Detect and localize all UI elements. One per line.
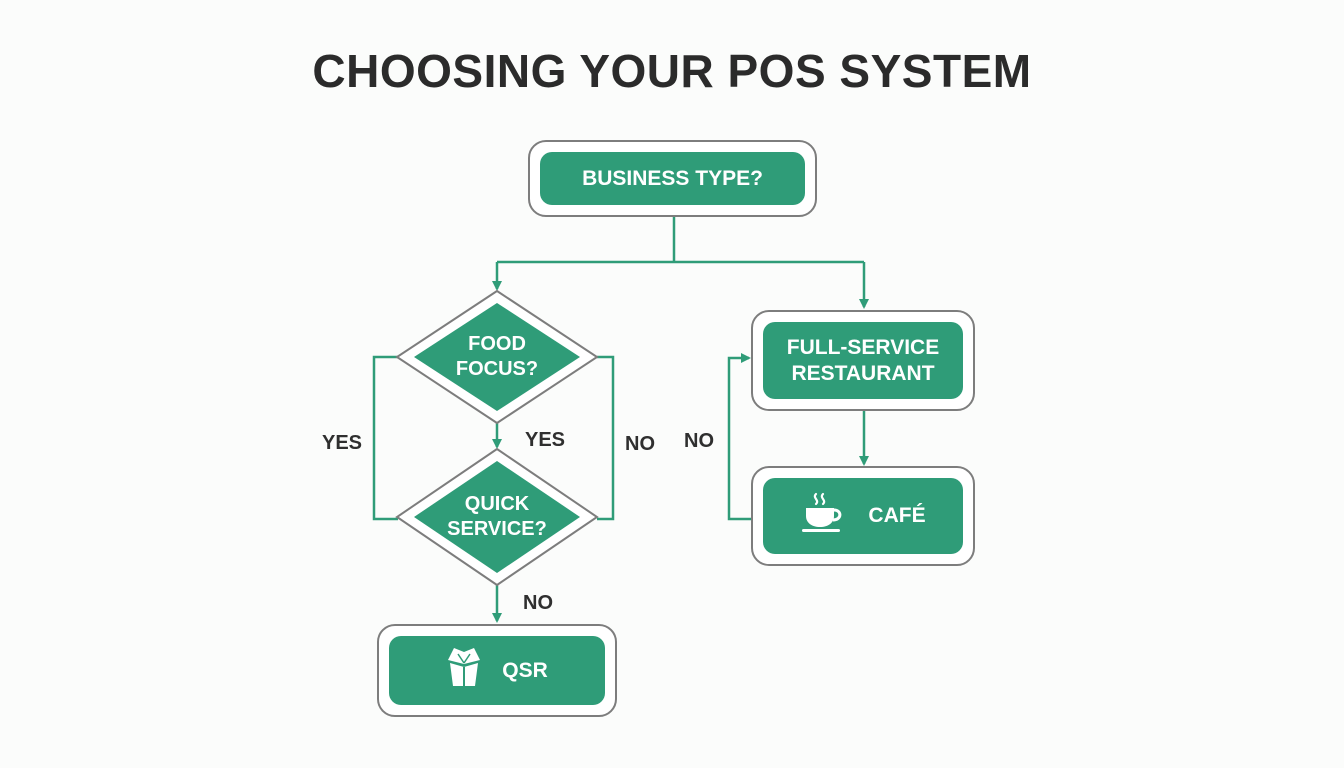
page-title: CHOOSING YOUR POS SYSTEM <box>312 45 1032 97</box>
diamond-food-focus-label: FOOD FOCUS? <box>455 333 539 380</box>
edge-label-food-quick-yes: YES <box>525 429 566 451</box>
diamond-quick-service-label: QUICK SERVICE? <box>447 493 547 540</box>
edge-label-cafe-loop-no: NO <box>684 430 714 452</box>
connector-right-loop-no <box>597 355 615 521</box>
diamond-food-focus[interactable] <box>395 289 599 425</box>
node-business-type[interactable]: BUSINESS TYPE? <box>528 140 817 217</box>
diamond-quick-service[interactable] <box>395 447 599 587</box>
edge-label-quick-qsr-no: NO <box>523 592 553 614</box>
edge-label-right-no: NO <box>625 433 655 455</box>
connector-cafe-loop-no <box>727 353 751 521</box>
node-full-service-label: FULL-SERVICE RESTAURANT <box>786 335 940 385</box>
node-business-type-label: BUSINESS TYPE? <box>582 166 763 190</box>
edge-label-left-yes: YES <box>322 432 363 454</box>
node-cafe-label: CAFÉ <box>868 504 926 527</box>
node-qsr-label: QSR <box>502 658 548 682</box>
connector-left-loop-yes <box>372 355 398 521</box>
coffee-cup-icon <box>800 492 848 541</box>
takeout-box-icon <box>446 646 482 695</box>
node-cafe[interactable]: CAFÉ <box>751 466 975 566</box>
node-full-service-restaurant[interactable]: FULL-SERVICE RESTAURANT <box>751 310 975 411</box>
node-qsr[interactable]: QSR <box>377 624 617 717</box>
